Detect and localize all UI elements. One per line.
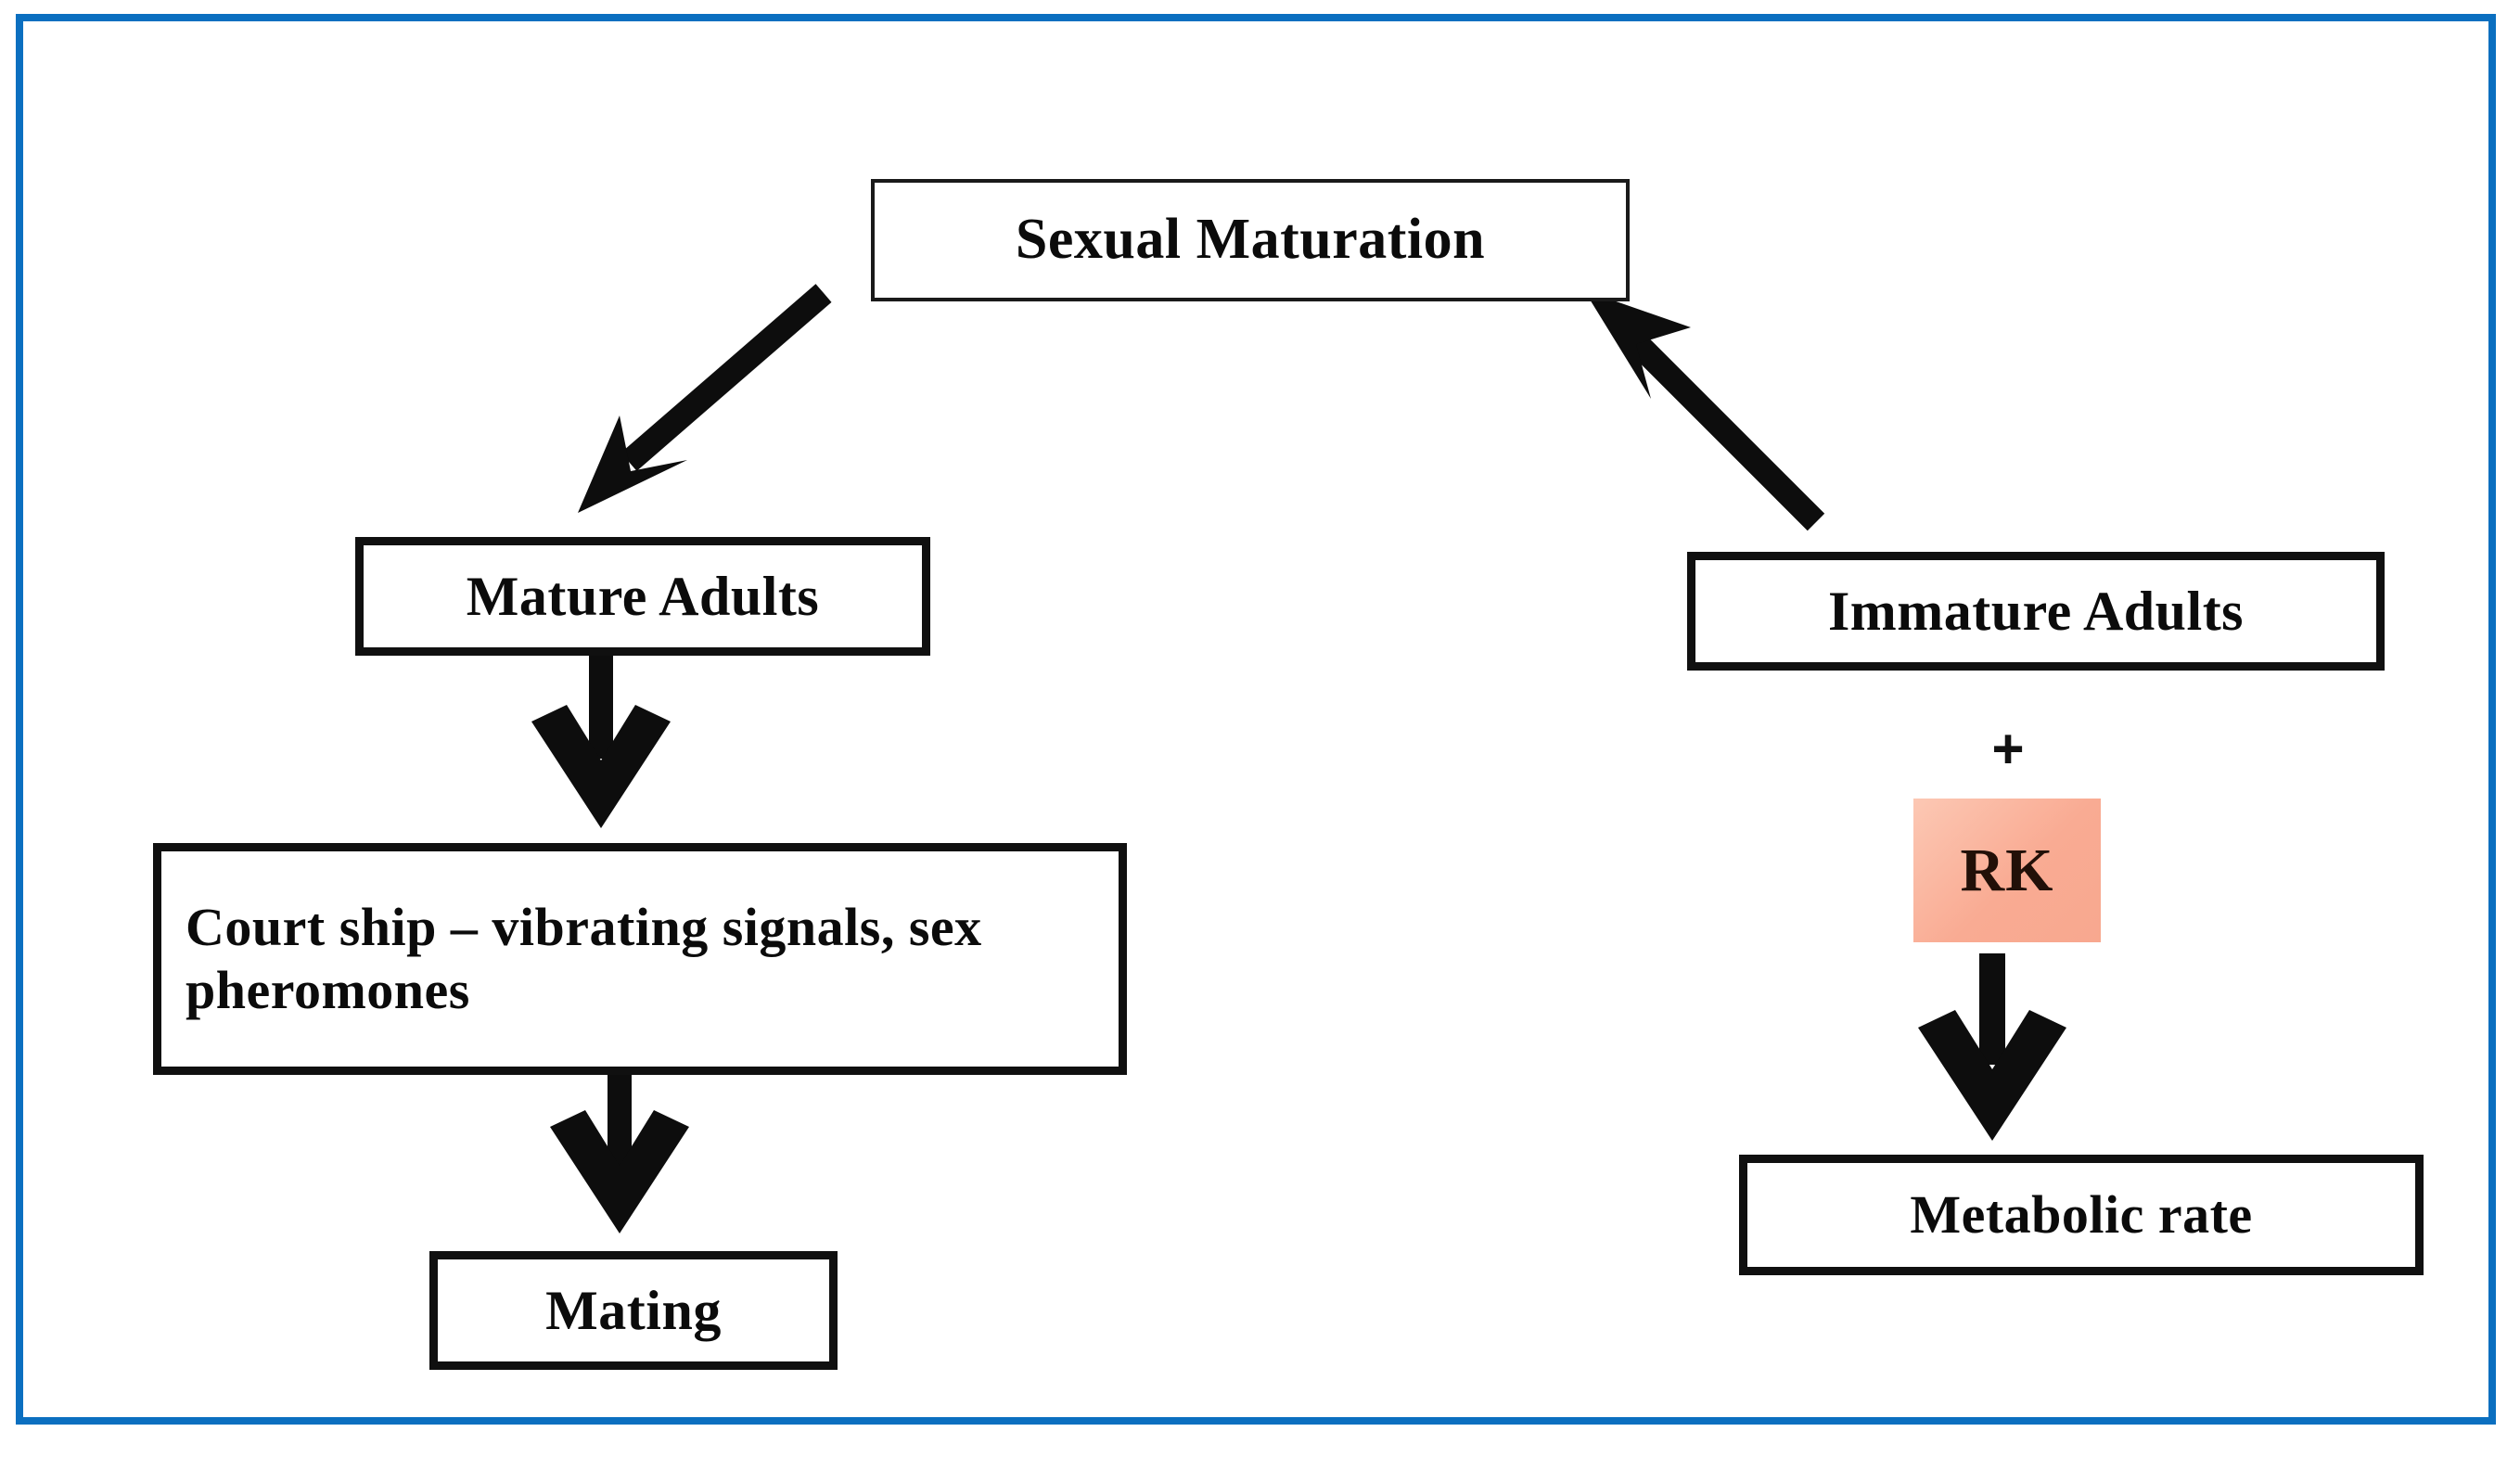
- node-mating-label: Mating: [545, 1279, 722, 1341]
- node-sexual-maturation[interactable]: Sexual Maturation: [871, 179, 1630, 301]
- edge-immature-adults-to-sexual-maturation: [1584, 290, 1825, 531]
- edge-mature-adults-to-courtship: [531, 647, 671, 828]
- node-mature-adults[interactable]: Mature Adults: [355, 537, 930, 656]
- edge-rk-to-metabolic-rate: [1918, 953, 2066, 1141]
- outer-blue-frame: Sexual Maturation Mature Adults Court sh…: [16, 14, 2496, 1425]
- node-sexual-maturation-label: Sexual Maturation: [1015, 208, 1486, 272]
- edge-courtship-to-mating: [550, 1065, 689, 1233]
- node-immature-adults[interactable]: Immature Adults: [1687, 552, 2385, 671]
- node-metabolic-rate-label: Metabolic rate: [1910, 1183, 2253, 1245]
- node-metabolic-rate[interactable]: Metabolic rate: [1739, 1155, 2424, 1275]
- node-courtship[interactable]: Court ship – vibrating signals, sex pher…: [153, 843, 1127, 1075]
- edge-sexual-maturation-to-mature-adults: [578, 284, 832, 513]
- node-mating[interactable]: Mating: [429, 1251, 838, 1370]
- node-mature-adults-label: Mature Adults: [466, 565, 820, 627]
- node-immature-adults-label: Immature Adults: [1827, 580, 2245, 642]
- chip-rk-label: RK: [1960, 836, 2054, 904]
- plus-operator: +: [1991, 718, 2025, 780]
- node-courtship-label: Court ship – vibrating signals, sex pher…: [185, 896, 982, 1020]
- chip-rk[interactable]: RK: [1913, 799, 2101, 942]
